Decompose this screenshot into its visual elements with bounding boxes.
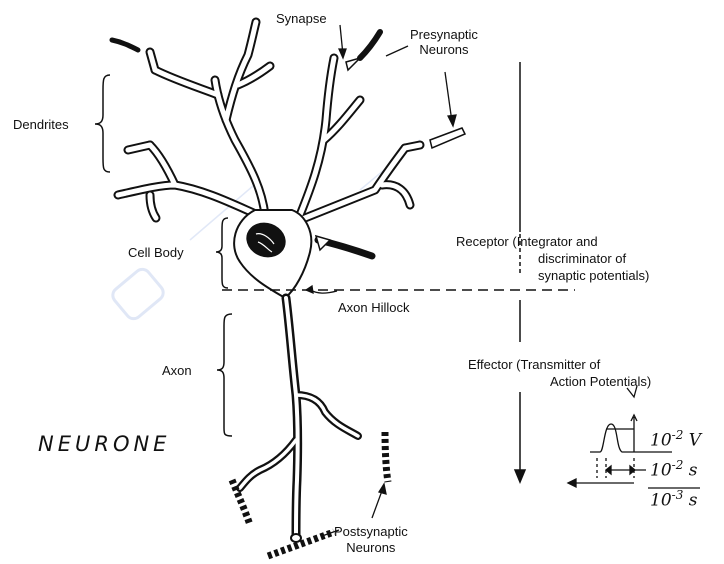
presynaptic-label-line1: Presynaptic: [410, 27, 478, 42]
presynaptic-neurons-label: Presynaptic Neurons: [410, 27, 478, 57]
cell-body-label: Cell Body: [128, 245, 184, 260]
time2-exp: -3: [672, 488, 684, 502]
receptor-line3: synaptic potentials): [456, 267, 649, 284]
voltage-annotation: 10-2 V: [650, 428, 701, 451]
time2-unit: s: [689, 491, 698, 511]
presynaptic-label-line2: Neurons: [410, 42, 478, 57]
postsynaptic-neurons-label: Postsynaptic Neurons: [334, 524, 408, 556]
voltage-exp: -2: [672, 428, 684, 442]
dendrites-label: Dendrites: [13, 117, 69, 132]
receptor-label: Receptor (Integrator and discriminator o…: [456, 233, 649, 284]
effector-label: Effector (Transmitter of Action Potentia…: [468, 356, 651, 390]
cell-body: [234, 210, 311, 298]
time1-exp: -2: [672, 458, 684, 472]
dendrites-tree: [118, 22, 420, 220]
axon-hillock-label: Axon Hillock: [338, 300, 410, 315]
axon: [240, 298, 358, 542]
effector-line1: Effector (Transmitter of: [468, 356, 651, 373]
voltage-base: 10: [650, 431, 672, 451]
time1-unit: s: [689, 461, 698, 481]
axon-label: Axon: [162, 363, 192, 378]
time1-annotation: 10-2 s: [650, 458, 697, 481]
neurone-title: NEURONE: [38, 432, 170, 456]
postsynaptic-label-line2: Neurons: [334, 540, 408, 556]
synapse-label: Synapse: [276, 11, 327, 26]
time2-annotation: 10-3 s: [650, 488, 697, 511]
receptor-line1: Receptor (Integrator and: [456, 233, 649, 250]
postsynaptic-label-line1: Postsynaptic: [334, 524, 408, 540]
receptor-line2: discriminator of: [456, 250, 649, 267]
time1-base: 10: [650, 461, 672, 481]
effector-line2: Action Potentials): [468, 373, 651, 390]
time2-base: 10: [650, 491, 672, 511]
voltage-unit: V: [689, 431, 701, 451]
